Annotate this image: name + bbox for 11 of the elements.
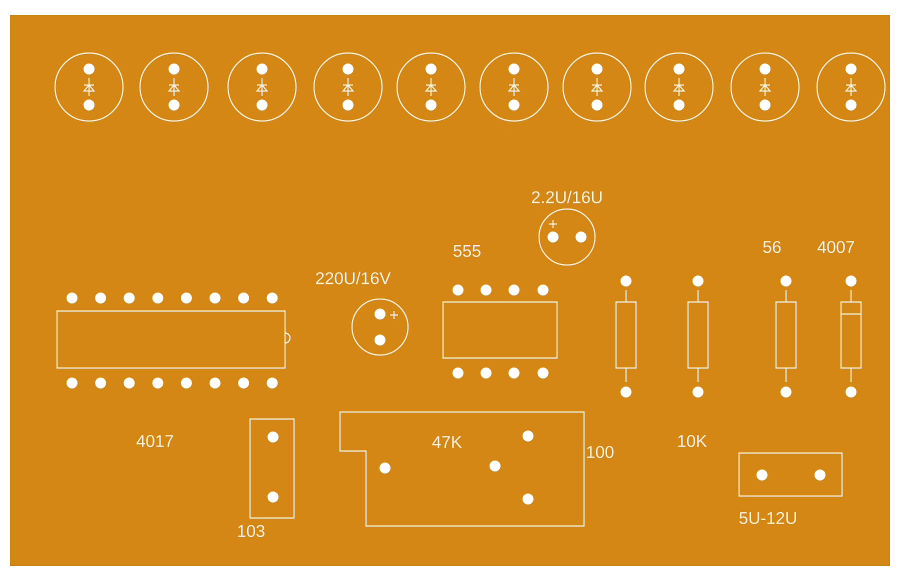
component-label: 10K (678, 434, 707, 448)
component-label: 2.2U/16U (532, 190, 602, 204)
component-label: 100 (587, 446, 614, 458)
component-label: 56 (763, 240, 781, 254)
component-label: 103 (238, 524, 264, 538)
component-label: 5U-12U (739, 512, 796, 524)
component-label: 220U/16V (316, 272, 391, 284)
component-label: 47K (432, 436, 462, 448)
component-label: 555 (454, 245, 480, 257)
component-label: 4017 (136, 434, 174, 448)
component-label: 4007 (817, 240, 854, 254)
